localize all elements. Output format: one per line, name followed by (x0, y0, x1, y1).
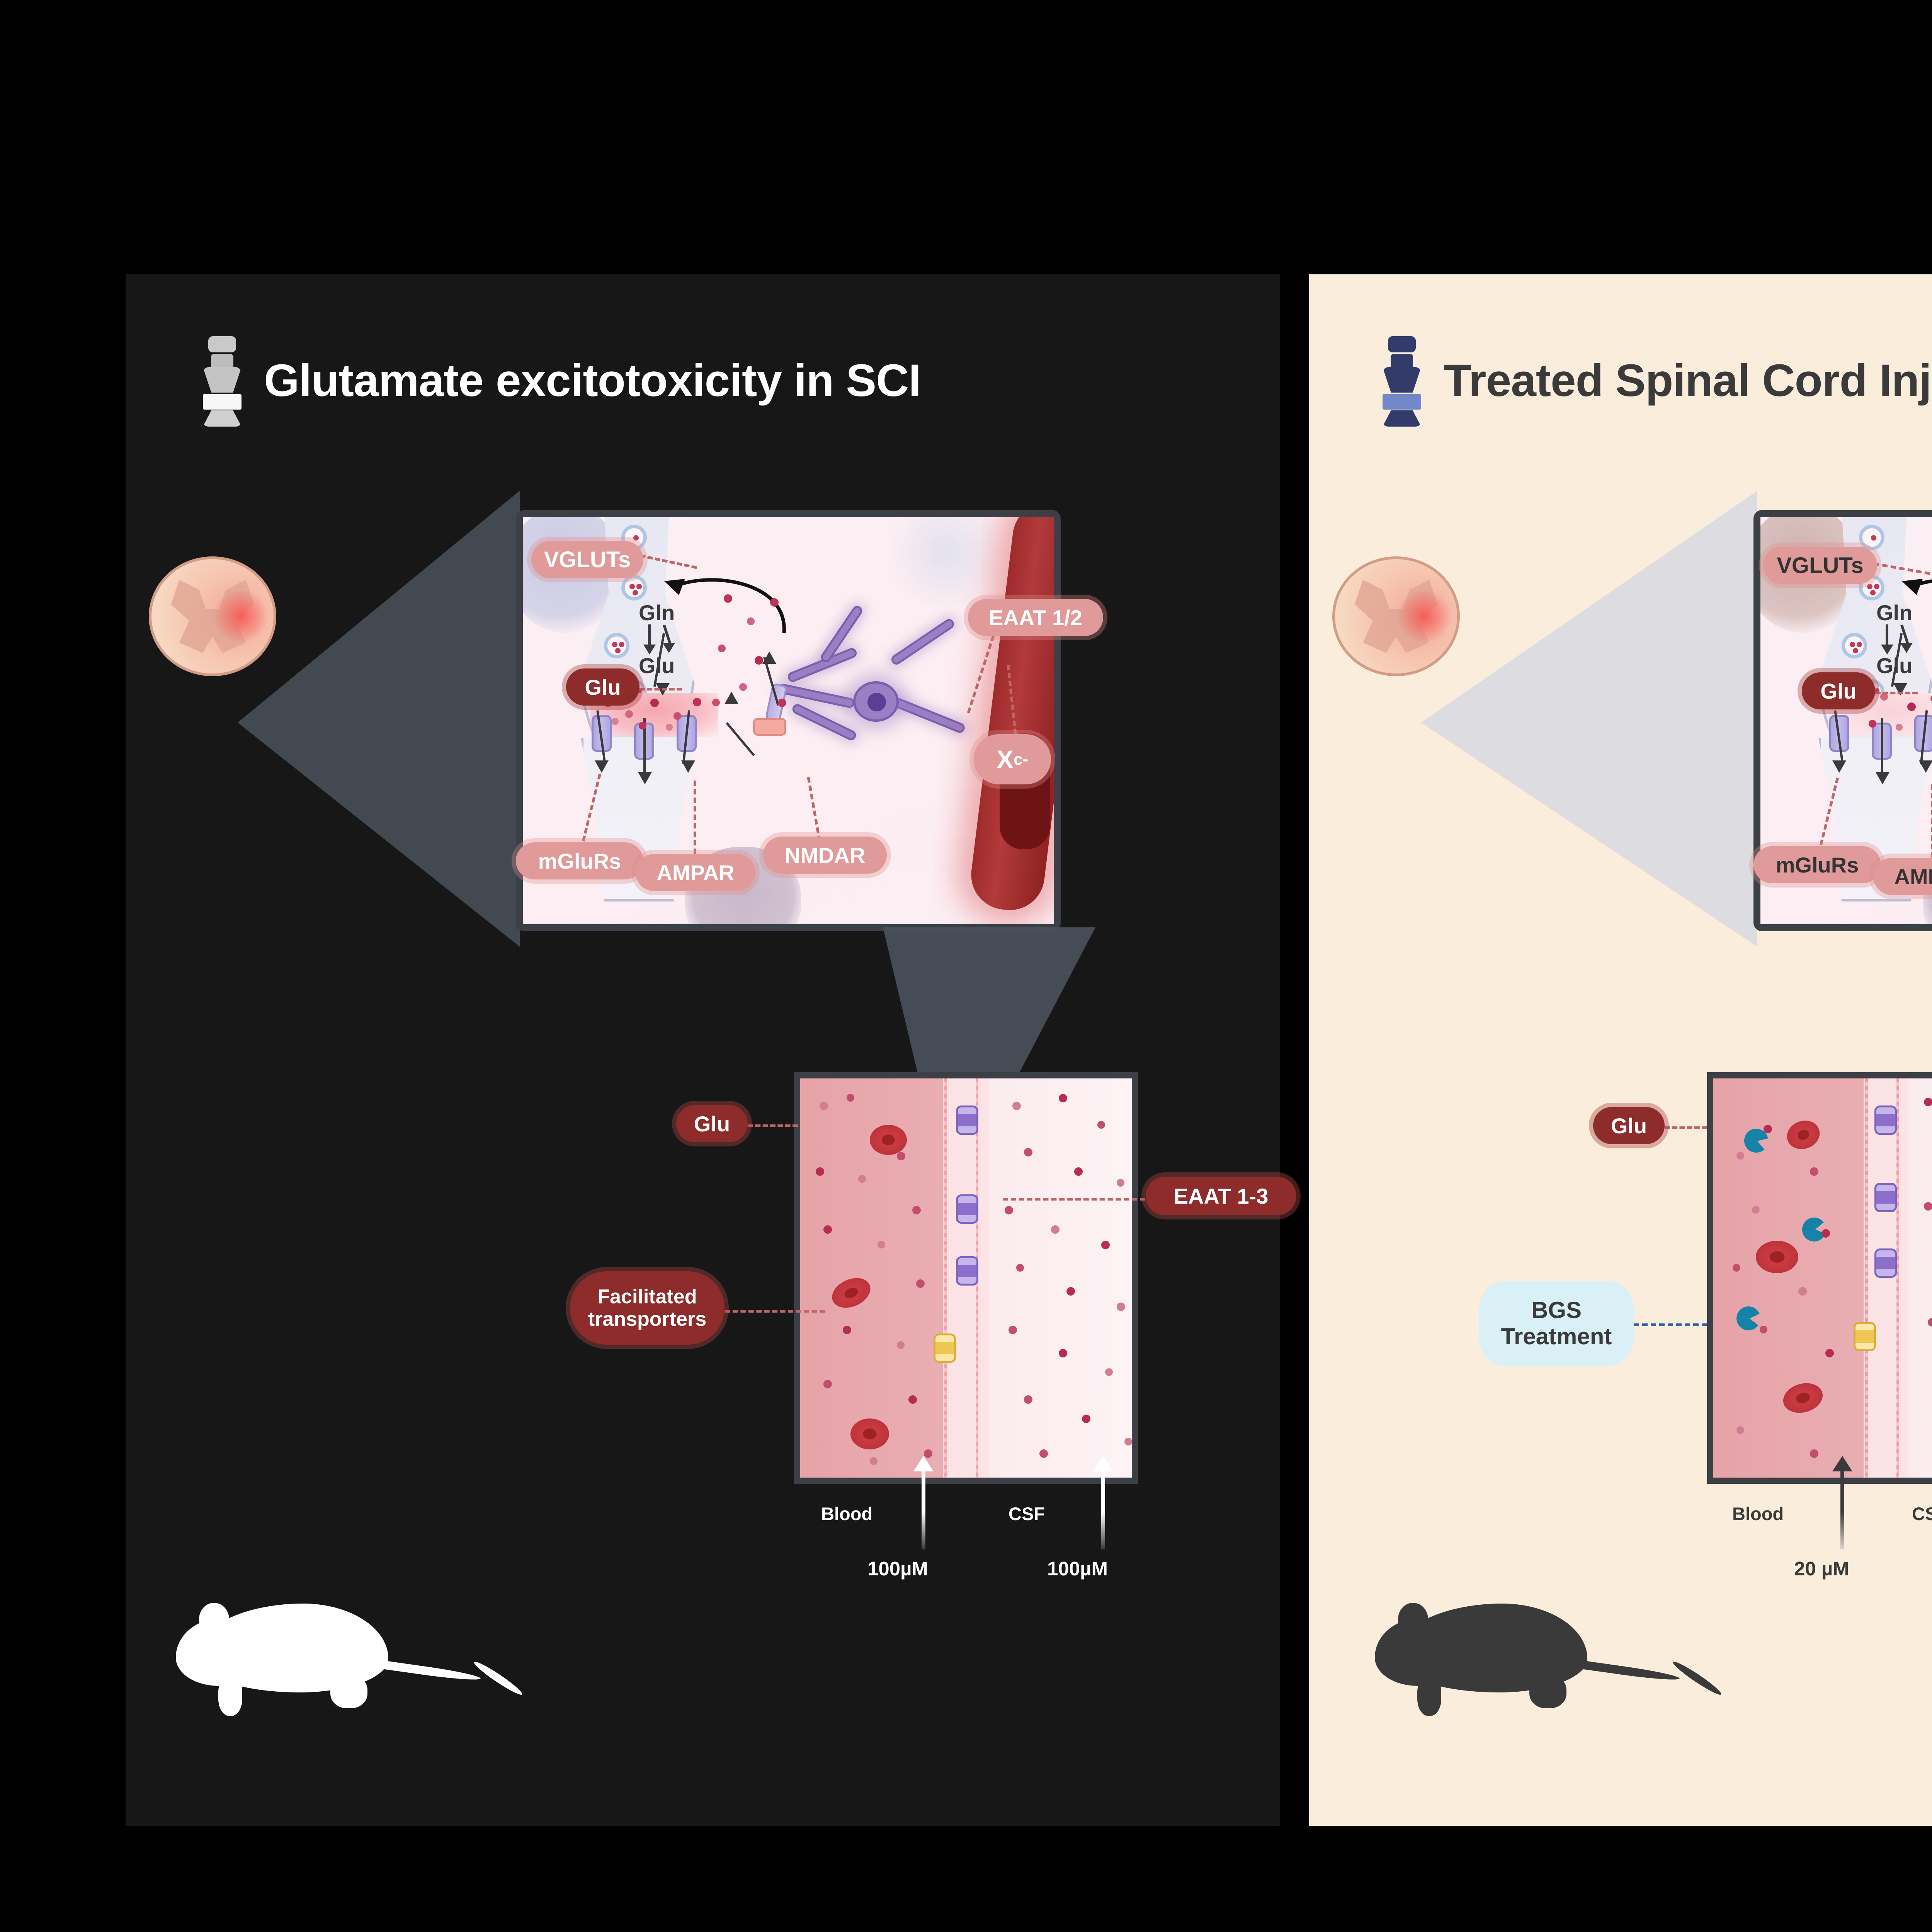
xc-subscript: c (1014, 750, 1023, 768)
gln-text: Gln (639, 600, 675, 625)
page-title: Glutamate excitotoxicity in SCI (264, 355, 921, 406)
spinal-cord-cross-section (149, 556, 276, 676)
label-mglurs[interactable]: mGluRs (1753, 846, 1881, 883)
facilitated-line1: Facilitated (597, 1285, 697, 1308)
label-glu-synapse[interactable]: Glu (566, 668, 639, 706)
panel-treated: Treated Spinal Cord Injury Gln Glu (1309, 274, 1932, 1826)
label-ampar[interactable]: AMPAR (636, 854, 755, 891)
label-eaat12[interactable]: EAAT 1/2 (968, 599, 1103, 636)
bgs-line1: BGS (1531, 1297, 1582, 1323)
glu-leader (1875, 692, 1918, 694)
label-glu-synapse[interactable]: Glu (1802, 672, 1875, 709)
right-bbb-wedge (1927, 927, 1932, 1090)
facilitated-transporter (1854, 1322, 1876, 1351)
vial-icon (1379, 336, 1425, 427)
eaat-transporter (956, 1256, 978, 1286)
eaat13-leader (1003, 1198, 1153, 1201)
blood-axis-label-1: Blood (1732, 1503, 1784, 1524)
spinal-cord-cross-section (1332, 556, 1460, 676)
astrocyte (777, 604, 966, 780)
blood-concentration: 100µM (867, 1558, 928, 1580)
left-cord-wedge (238, 491, 520, 947)
white-mouse-silhouette (172, 1596, 481, 1723)
facilitated-leader (717, 1310, 825, 1313)
right-cord-wedge (1421, 491, 1757, 947)
bbb-glu-leader (748, 1124, 798, 1127)
eaat-transporter (1874, 1105, 1897, 1135)
csf-compartment (989, 1078, 1132, 1478)
label-facilitated-transporters[interactable]: Facilitated transporters (570, 1271, 724, 1345)
label-glu-bbb[interactable]: Glu (1593, 1107, 1665, 1144)
blood-axis-label: Blood (821, 1503, 873, 1524)
eaat-transporter (1874, 1183, 1897, 1212)
ampar-leader (694, 781, 696, 854)
label-vgluts[interactable]: VGLUTs (531, 541, 643, 578)
label-ampar[interactable]: AMPAR (1873, 858, 1932, 895)
csf-compartment (1908, 1078, 1932, 1478)
bgs-scavenger (1735, 1305, 1762, 1332)
csf-concentration: 100µM (1047, 1558, 1108, 1580)
gln-text: Gln (1876, 600, 1913, 625)
bbb-inset-treated-1 (1707, 1072, 1932, 1484)
blood-compartment (1713, 1078, 1864, 1478)
bgs-leader (1634, 1323, 1707, 1326)
label-bgs-treatment[interactable]: BGS Treatment (1479, 1281, 1634, 1366)
facilitated-line2: transporters (588, 1308, 707, 1330)
vial-icon (199, 336, 245, 427)
facilitated-transporter (933, 1333, 956, 1363)
right-panel-header: Treated Spinal Cord Injury (1379, 336, 1932, 427)
eaat-transporter (1874, 1248, 1897, 1278)
left-panel-header: Glutamate excitotoxicity in SCI (199, 336, 921, 427)
csf-axis-label: CSF (1009, 1503, 1045, 1524)
label-eaat13[interactable]: EAAT 1-3 (1146, 1177, 1296, 1215)
xc-superscript: - (1022, 750, 1029, 769)
label-glu-bbb[interactable]: Glu (676, 1105, 748, 1142)
label-nmdar[interactable]: NMDAR (763, 837, 887, 874)
blood-concentration-1: 20 µM (1794, 1558, 1849, 1580)
eaat-transporter (956, 1105, 978, 1135)
left-bbb-wedge (883, 927, 1095, 1090)
xc-channel (753, 718, 786, 736)
membrane (1854, 1078, 1909, 1478)
bbb-glu-leader (1665, 1126, 1707, 1129)
eaat-transporter (956, 1194, 978, 1224)
label-vgluts[interactable]: VGLUTs (1763, 547, 1877, 584)
ampar-leader (1931, 784, 1932, 858)
bbb-inset-untreated (794, 1072, 1138, 1484)
blood-compartment (800, 1078, 943, 1478)
glu-leader (639, 688, 682, 690)
label-mglurs[interactable]: mGluRs (516, 842, 643, 879)
membrane (933, 1078, 990, 1478)
page-title: Treated Spinal Cord Injury (1444, 355, 1932, 406)
csf-axis-label-1: CSF (1912, 1503, 1932, 1524)
panel-untreated: Glutamate excitotoxicity in SCI Gln Glu (126, 274, 1296, 1826)
bgs-line2: Treatment (1501, 1323, 1612, 1349)
xc-text: X (996, 745, 1014, 774)
dark-mouse-silhouette (1371, 1596, 1680, 1723)
